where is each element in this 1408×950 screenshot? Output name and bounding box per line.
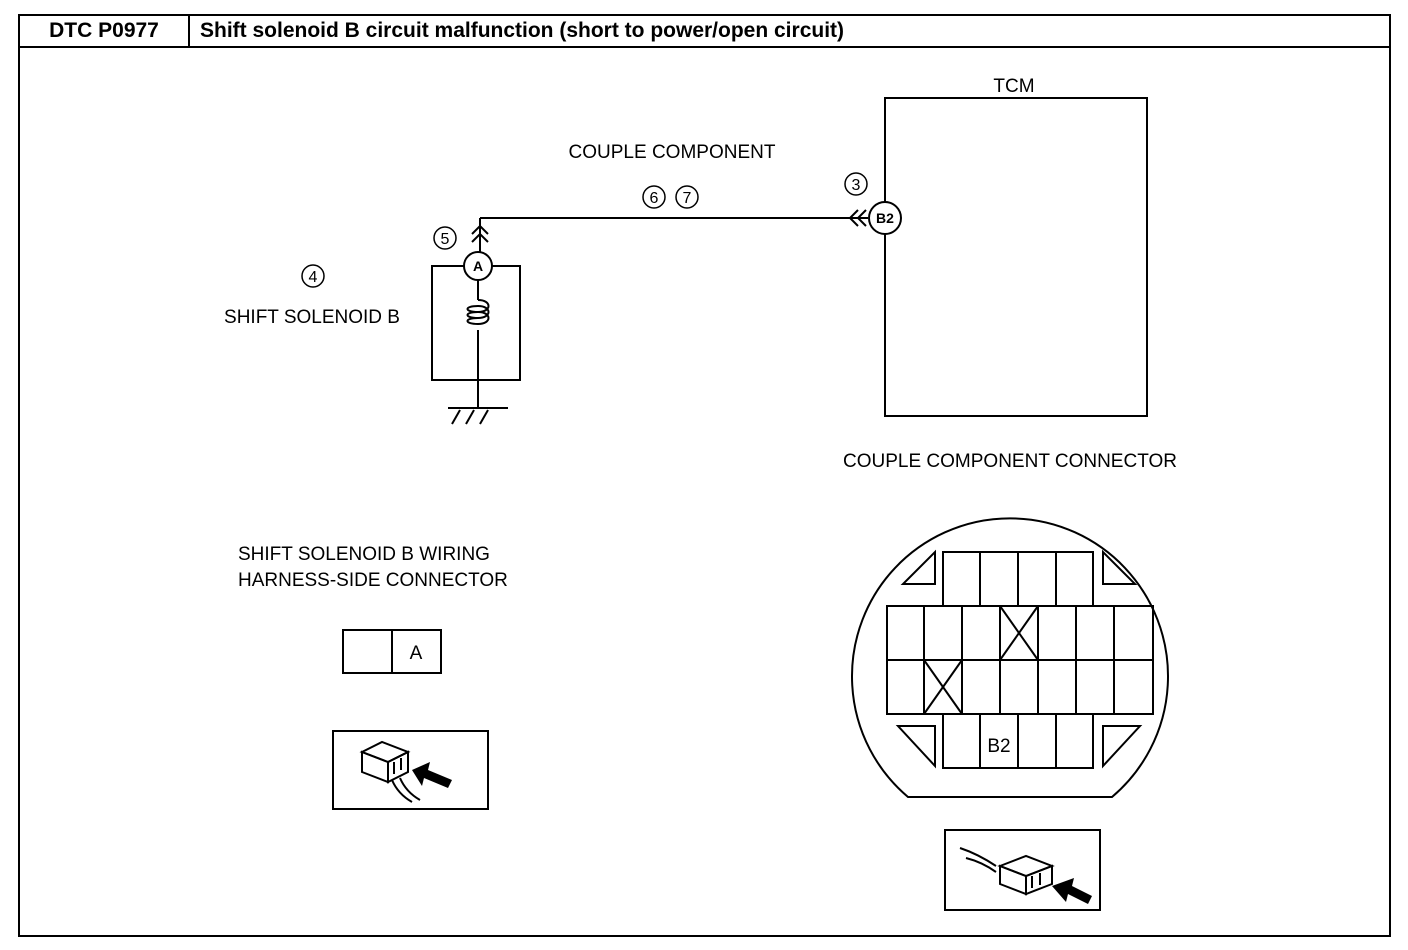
callout-6: 6 xyxy=(650,190,659,207)
svg-text:A: A xyxy=(473,258,483,274)
coil-icon xyxy=(466,299,490,326)
shift-solenoid-label: SHIFT SOLENOID B xyxy=(224,307,400,328)
diagram-sheet: DTC P0977 Shift solenoid B circuit malfu… xyxy=(18,14,1391,937)
solenoid-connector-chevron-icon xyxy=(471,224,489,243)
tcm-box xyxy=(884,97,1148,417)
harness-connector-face xyxy=(342,629,442,674)
couple-connector-face xyxy=(851,517,1169,798)
harness-connector-title-line2: HARNESS-SIDE CONNECTOR xyxy=(238,570,508,591)
callout-7: 7 xyxy=(683,190,692,207)
dtc-title: Shift solenoid B circuit malfunction (sh… xyxy=(200,19,845,42)
couple-pin-b2: B2 xyxy=(987,736,1010,757)
header-bar: DTC P0977 Shift solenoid B circuit malfu… xyxy=(20,16,1389,48)
terminal-a-marker: A xyxy=(463,251,493,281)
terminal-b2-marker: B2 xyxy=(868,201,902,235)
tcm-label: TCM xyxy=(993,76,1034,97)
couple-component-label: COUPLE COMPONENT xyxy=(569,142,776,163)
ground-icon xyxy=(448,407,508,425)
harness-connector-view-icon xyxy=(332,730,489,810)
callout-3: 3 xyxy=(852,177,861,194)
couple-connector-title: COUPLE COMPONENT CONNECTOR xyxy=(843,451,1177,472)
callout-4: 4 xyxy=(309,269,318,286)
harness-pin-a: A xyxy=(410,643,423,664)
couple-connector-view-icon xyxy=(944,829,1101,911)
callout-5: 5 xyxy=(441,231,450,248)
harness-connector-title-line1: SHIFT SOLENOID B WIRING xyxy=(238,544,490,565)
tcm-connector-chevron-icon xyxy=(848,209,867,227)
dtc-code: DTC P0977 xyxy=(20,16,190,46)
svg-text:B2: B2 xyxy=(876,210,894,226)
